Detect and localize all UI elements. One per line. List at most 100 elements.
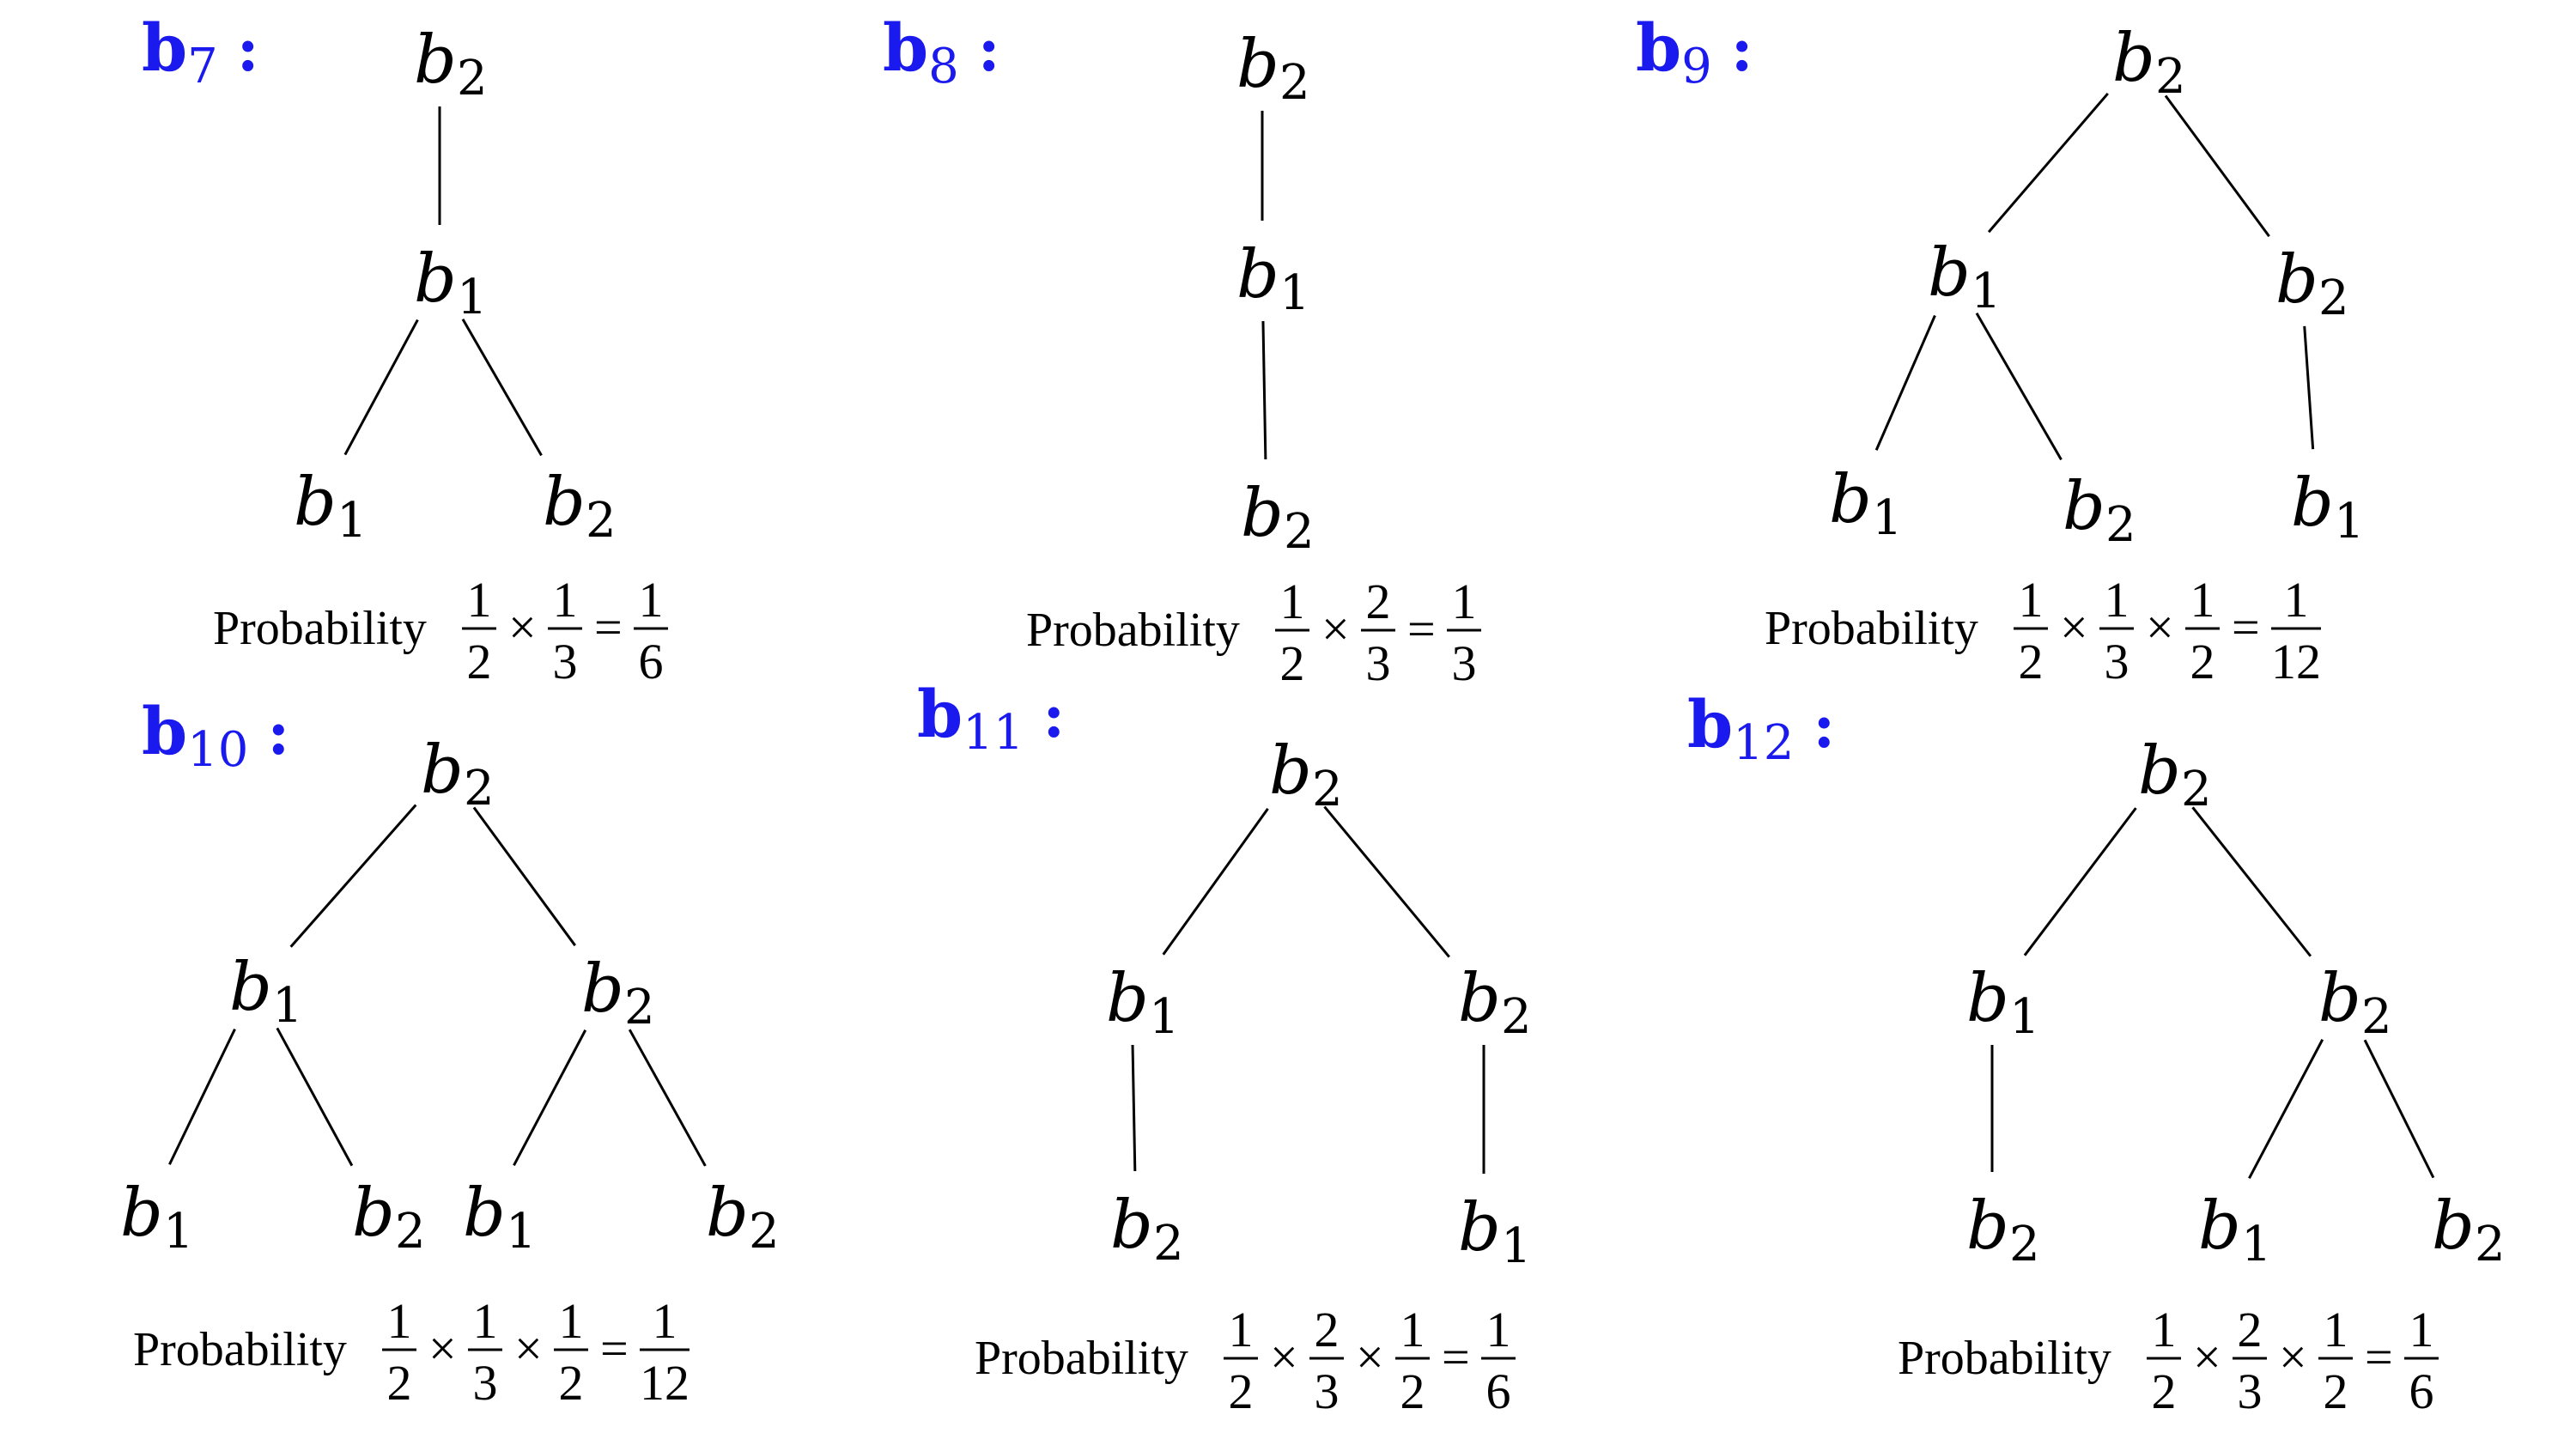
tree-node-letter: b [2138,732,2181,810]
tree-node-subscript: 2 [2475,1217,2506,1272]
panel-label: b8: [883,9,1000,94]
tree-edge [461,319,543,457]
tree-edge [2164,94,2270,238]
probability-factor-numerator: 1 [553,572,578,628]
probability-result-denominator: 6 [2409,1363,2434,1419]
probability-result-numerator: 1 [1486,1302,1511,1357]
tree-edge [472,806,576,947]
probability-result-denominator: 12 [2271,634,2321,689]
tree-node-subscript: 2 [624,980,655,1035]
tree-node-letter: b [2198,1187,2241,1265]
equals-sign: = [600,1321,629,1376]
tree-node: b1 [463,1175,537,1260]
tree-node: b2 [1110,1187,1184,1272]
panel-label-colon: : [1813,690,1835,762]
probability-factor-numerator: 1 [2324,1302,2348,1357]
tree-node: b1 [229,949,303,1034]
panel-label-colon: : [1042,680,1065,751]
probability-factor-denominator: 3 [2238,1363,2263,1419]
tree-node-letter: b [1966,1187,2009,1265]
tree-edge [1874,314,1936,451]
tree-node-subscript: 1 [1149,989,1180,1045]
equals-sign: = [1442,1329,1470,1385]
tree-node-letter: b [1966,960,2009,1037]
probability-factor-numerator: 2 [1315,1302,1340,1357]
tree-node: b2 [2063,468,2136,553]
tree-edge [168,1028,236,1165]
panel-label-letter: b [1687,686,1733,762]
probability-factor-numerator: 1 [1229,1302,1254,1357]
tree-node-subscript: 2 [395,1204,426,1260]
probability-result-numerator: 1 [2284,572,2309,628]
times-sign: × [428,1321,457,1376]
tree-node-subscript: 1 [1872,490,1903,546]
tree-edge [343,319,419,456]
panel-label-colon: : [1731,14,1753,85]
panel-label-letter: b [917,676,963,752]
tree-node: b2 [421,732,495,817]
tree-node-subscript: 2 [464,761,495,817]
probability-factor-denominator: 3 [473,1355,498,1411]
probability-factor-numerator: 1 [387,1293,412,1349]
panel-label: b11: [917,676,1065,761]
tree-node-subscript: 1 [2241,1217,2272,1272]
probability-label: Probability [975,1332,1188,1385]
probability-result-denominator: 6 [639,634,664,689]
probability-factor-numerator: 2 [2238,1302,2263,1357]
tree-node-letter: b [1236,26,1279,103]
probability-factor-numerator: 1 [1280,574,1305,629]
tree-node: b2 [1966,1187,2040,1272]
tree-node-letter: b [2432,1187,2475,1265]
times-sign: × [508,599,537,655]
tree-edge [2248,1039,2324,1179]
probability-result-numerator: 1 [653,1293,677,1349]
panel-label-subscript: 10 [187,722,248,778]
tree-edge [1987,92,2109,234]
probability-result-denominator: 6 [1486,1363,1511,1419]
probability-factor-numerator: 2 [1366,574,1391,629]
tree-node: b2 [414,21,488,106]
probability-factor-numerator: 1 [559,1293,584,1349]
tree-edge [2363,1039,2435,1179]
tree-node-letter: b [294,464,337,541]
probability-label: Probability [1898,1332,2111,1385]
probability-result-denominator: 12 [640,1355,690,1411]
probability-factor-denominator: 2 [2190,634,2215,689]
probability-factor-denominator: 2 [559,1355,584,1411]
tree-node-letter: b [1241,475,1284,552]
probability-result-numerator: 1 [2409,1302,2434,1357]
tree-node: b1 [294,464,368,549]
panel-label-colon: : [978,14,1000,85]
tree-node-subscript: 2 [2361,989,2392,1045]
probability-factor-numerator: 1 [2152,1302,2177,1357]
tree-node: b1 [2291,465,2365,550]
times-sign: × [2193,1329,2221,1385]
probability-label: Probability [1026,604,1240,657]
tree-node: b2 [2275,241,2349,326]
probability-result-numerator: 1 [639,572,664,628]
tree-node: b2 [2318,960,2392,1045]
tree-node-subscript: 2 [2318,270,2349,326]
tree-node-letter: b [581,950,624,1028]
tree-node-letter: b [2318,960,2361,1037]
panel-label-letter: b [142,693,187,769]
tree-node-letter: b [229,949,272,1026]
tree-node: b2 [352,1175,426,1260]
panel-label: b7: [142,9,259,94]
tree-node: b1 [120,1175,194,1260]
tree-node: b2 [1458,960,1532,1045]
tree-node-subscript: 1 [272,978,303,1034]
tree-node-subscript: 1 [506,1204,537,1260]
tree-edge [1323,805,1450,958]
tree-edge [2023,807,2137,956]
tree-edge [276,1027,354,1167]
panel-label-colon: : [237,14,259,85]
tree-edge [628,1029,707,1167]
probability-factor-denominator: 2 [2019,634,2044,689]
